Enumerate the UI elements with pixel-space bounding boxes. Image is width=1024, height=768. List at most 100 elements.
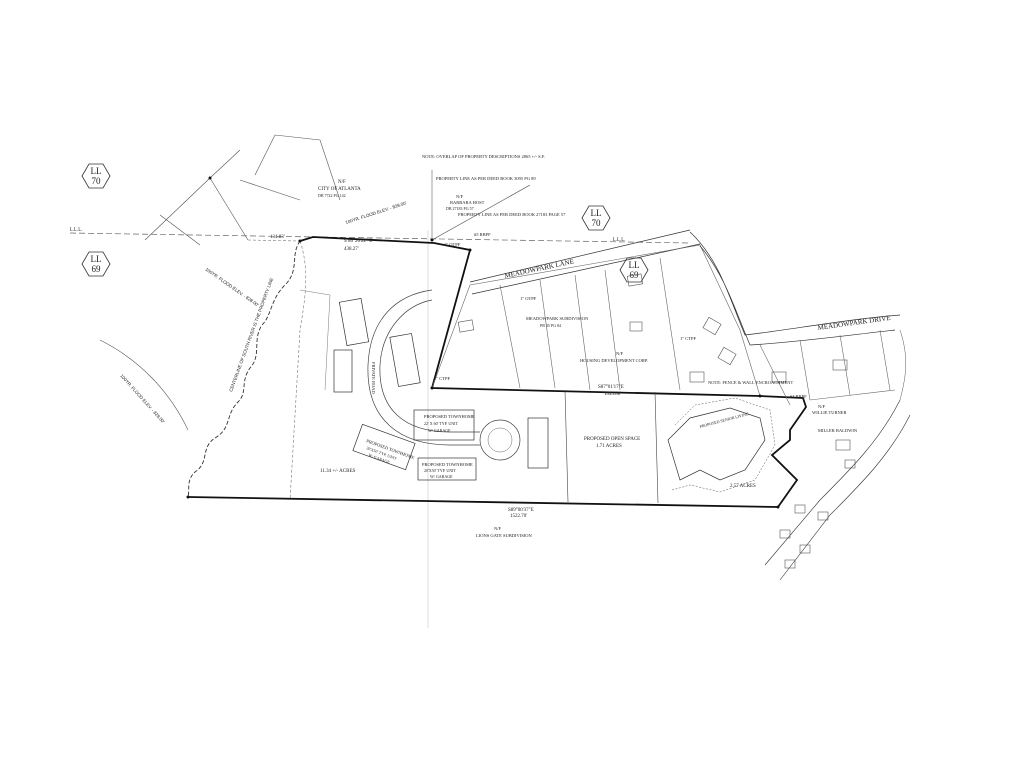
senior-living-parking — [671, 397, 776, 493]
lions-gate: LIONS GATE SUBDIVISION — [476, 533, 532, 538]
townhome-block-6 — [352, 423, 416, 471]
land-lot-line — [69, 232, 691, 244]
river-centerline — [187, 240, 301, 498]
nf-label-housing: N/F — [616, 351, 624, 356]
lll-label-right: L.L.L. — [613, 237, 626, 243]
private-road-inner — [379, 299, 480, 433]
southeast-road-lines — [764, 399, 911, 581]
townhome-c-sub: 20'X50' TYP. UNIT — [424, 468, 456, 473]
senior-living-building — [667, 407, 766, 481]
flood-label-1: 100YR. FLOOD ELEV. - 828.00' — [119, 373, 166, 424]
house-13 — [817, 511, 829, 521]
centerline-note: CENTERLINE OF SOUTH RIVER IS THE PROPERT… — [228, 277, 274, 392]
flood-label-3: 100YR. FLOOD ELEV. - 828.00' — [345, 200, 408, 225]
miller-baldwin: MILLER BALDWIN — [818, 428, 858, 433]
interior-line — [299, 289, 331, 391]
cul-de-sac — [479, 419, 521, 461]
house-7 — [771, 371, 787, 383]
barbara-host: BARBARA HOST — [450, 200, 485, 205]
barbara-ref: DB 27183 PG 57 — [446, 206, 474, 211]
svg-text:LL: LL — [91, 254, 102, 264]
land-lot-hex-3: LL 70 — [581, 205, 611, 231]
west-parcel-lines — [144, 149, 249, 246]
open-space-east-line — [654, 391, 659, 504]
meadowpark-drive-label: MEADOWPARK DRIVE — [817, 314, 891, 332]
flood-line — [99, 339, 189, 431]
main-tract-acreage: 11.34 +/- ACRES — [320, 469, 355, 474]
property-line-deed2: PROPERTY LINE AS PER DEED BOOK 27183 PAG… — [458, 212, 566, 217]
pin-label-otp-a: 1" OTPF — [444, 242, 461, 247]
meadowpark-sub-label: MEADOWPARK SUBDIVISION — [526, 316, 589, 321]
house-5 — [717, 346, 737, 366]
townhome-block-3 — [333, 349, 353, 393]
house-14 — [799, 544, 811, 554]
pin-label-rbf-b: #4 RBPF — [790, 394, 807, 399]
svg-text:70: 70 — [592, 218, 602, 228]
land-lot-hex-4: LL 69 — [619, 257, 649, 283]
east-lot-lines — [759, 329, 896, 406]
land-lot-hex-2: LL 69 — [81, 251, 111, 277]
nf-label-city: N/F — [338, 180, 346, 185]
house-3 — [629, 321, 643, 332]
townhome-a-sub2: W/ GARAGE — [428, 428, 451, 433]
nf-label-barbara: N/F — [456, 194, 464, 199]
property-line-deed1: PROPERTY LINE AS PER DEED BOOK 3095 PG 8… — [436, 176, 536, 181]
townhome-block-1 — [338, 298, 370, 346]
house-1 — [457, 319, 475, 333]
cul-de-sac-island — [487, 427, 513, 453]
north-distance: 438.27' — [344, 247, 359, 252]
open-space-title: PROPOSED OPEN SPACE — [584, 437, 640, 442]
willie-turner: WILLIE TURNER — [812, 410, 847, 415]
property-boundary — [187, 236, 807, 508]
townhome-block-7 — [417, 457, 477, 481]
east-edge — [899, 329, 907, 401]
house-4 — [702, 316, 722, 336]
meadowpark-lot-lines — [431, 244, 761, 397]
housing-core: HOUSING DEVELOPMENT CORP. — [580, 358, 648, 363]
house-11 — [779, 529, 791, 539]
open-space-acreage: 1.71 ACRES — [596, 444, 622, 449]
pin-label-ctp-b: 1" CTPF — [680, 336, 696, 341]
townhome-a-sub: 22' X 60' TYP. UNIT — [424, 421, 458, 426]
pin-label-rbf-a: #5 RBPF — [474, 232, 491, 237]
house-10 — [844, 459, 856, 469]
north-bearing: S 86°26'22" E — [344, 239, 372, 244]
svg-text:69: 69 — [92, 264, 102, 274]
flood-label-2: 100YR. FLOOD ELEV. - 828.00' — [204, 267, 259, 308]
townhome-block-4 — [413, 409, 475, 441]
townhome-block-5 — [527, 417, 549, 469]
meadowpark-lane-lines — [469, 229, 701, 295]
house-9 — [835, 439, 851, 451]
townhome-block-2 — [389, 333, 421, 387]
pin-label-ctp-a: 1" CTPF — [434, 376, 450, 381]
mid-bearing: S87°01'17"E — [598, 385, 624, 390]
open-space-west-line — [564, 389, 569, 503]
deed-line — [431, 184, 531, 241]
house-8 — [832, 359, 848, 371]
private-road-outer — [367, 289, 480, 446]
survey-pins — [186, 176, 780, 509]
overlap-note: NOTE: OVERLAP OF PROPERTY DESCRIPTIONS 2… — [422, 154, 545, 159]
lll-label-left: L.L.L. — [70, 227, 83, 233]
house-2 — [626, 273, 644, 287]
townhome-a-title: PROPOSED TOWNHOME — [424, 414, 475, 419]
house-6 — [689, 371, 705, 383]
east-parcel-acreage: 2.57 ACRES — [730, 484, 756, 489]
meadowpark-sub-ref: PB 35 PG 84 — [540, 323, 561, 328]
city-of-atlanta: CITY OF ATLANTA — [318, 187, 361, 192]
mid-distance: 1043.88' — [604, 392, 621, 397]
svg-text:LL: LL — [629, 260, 640, 270]
townhome-c-sub2: W/ GARAGE — [430, 474, 453, 479]
private-road-label: PRIVATE ROAD — [371, 362, 376, 395]
west-distance: 134.83' — [270, 235, 285, 240]
south-distance: 1522.70' — [510, 514, 527, 519]
nf-label-turner: N/F — [818, 404, 826, 409]
pin-label-otp-b: 1" OTPF — [520, 296, 537, 301]
interior-easement — [247, 239, 307, 501]
meadowpark-drive-lines — [689, 231, 901, 346]
south-bearing: S89°00'37"E — [508, 508, 534, 513]
north-parcel-lines — [239, 134, 341, 201]
nf-label-lions: N/F — [494, 526, 502, 531]
land-lot-hex-1: LL 70 — [81, 163, 111, 189]
